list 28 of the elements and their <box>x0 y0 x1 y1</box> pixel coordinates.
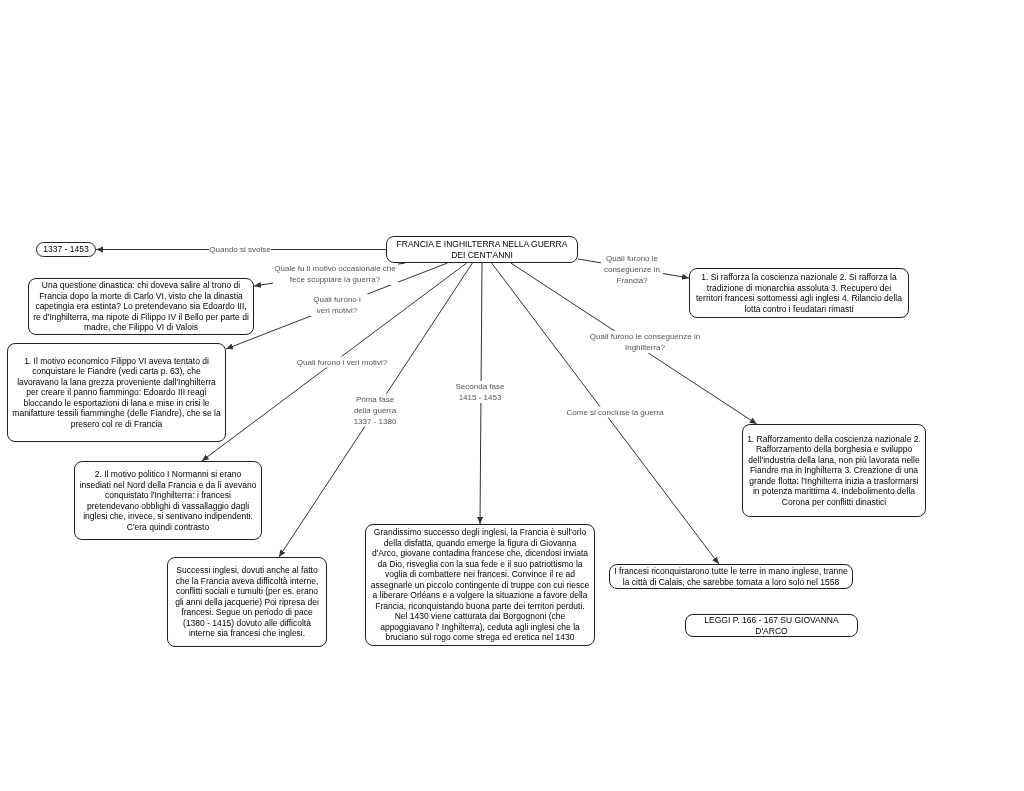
box-text: 2. Il motivo politico I Normanni si erano insediati nel Nord della Francia e da lì avevano conquistato l'Inghilterra: i francesi pretendevano obblighi di vassallaggio dagli inglesi che, invece, si sentivano indipendenti. C'era quindi contrasto <box>79 469 257 532</box>
concept-box <box>74 461 262 540</box>
concept-box <box>36 242 96 257</box>
box-text: 1. Si rafforza la coscienza nazionale 2. Si rafforza la tradizione di monarchia assoluta 3. Recupero dei territori francesi sottomessi agli inglesi 4. Rilancio della lotta contro i feudatari rimasti <box>695 272 903 314</box>
concept-box <box>609 564 853 589</box>
concept-box <box>685 614 858 637</box>
box-text: Grandissimo successo degli inglesi, la Francia è sull'orlo della disfatta, quando emerge la figura di Giovanna d'Arco, giovane contadina francese che, dicendosi inviata da Dio, risveglia con la sua fede e il suo patriottismo la voglia di combattere nei francesi. Convince il re ad assegnarle un piccolo contingente di truppe con cui riesce a liberare Orléans e a volgere la situazione a favore della Francia, riconquistando buona parte dei territori perduti. Nel 1430 viene catturata dai Borgognoni (che appoggiavano l' Inghilterra), ceduta agli inglesi che la bruciano sul rogo come strega ed eretica nel 1430 <box>370 527 590 643</box>
box-text: Una questione dinastica: chi doveva salire al trono di Francia dopo la morte di Carlo VI, visto che la dinastia capetingia era estinta? Lo pretendevano sia Edoardo III, re d'Inghilterra, ma nipote di Filippo IV il Bello per parte di madre, che Filippo VI di Valois <box>33 280 249 333</box>
box-text: Successi inglesi, dovuti anche al fatto che la Francia aveva difficoltà interne, conflitti sociali e tumulti (per es. erano gli anni della jacquerie) Poi ripresa dei francesi. Segue un periodo di pace (1380 - 1415) dovuto alle difficoltà interne sia francesi che inglesi. <box>174 565 320 639</box>
box-text: 1. Il motivo economico Filippo VI aveva tentato di conquistare le Fiandre (vedi carta p. 63), che lavoravano la lana grezza proveniente dall'Inghilterra per creare il panno fiammingo: Edoardo III reagì bloccando le esportazioni di lana e mise in crisi le manifatture tessili fiamminghe (delle Fiandre), che se la presero col re di Francia <box>12 355 221 430</box>
concept-box <box>742 424 926 517</box>
arrow <box>278 262 473 558</box>
concept-box <box>167 557 327 647</box>
arrow <box>491 262 720 565</box>
arrow <box>201 262 468 462</box>
box-text: LEGGI P. 166 - 167 SU GIOVANNA D'ARCO <box>703 615 840 636</box>
concept-box <box>7 343 226 442</box>
concept-box <box>689 268 909 318</box>
arrow <box>95 246 387 253</box>
title-text: FRANCIA E INGHILTERRA NELLA GUERRA DEI CENT'ANNI <box>395 239 569 260</box>
arrow <box>477 262 484 525</box>
title-box <box>386 236 578 263</box>
box-text: 1337 - 1453 <box>43 244 89 255</box>
box-text: 1. Rafforzamento della coscienza nazionale 2. Rafforzamento della borghesia e sviluppo dell'industria della lana, non più lavorata nelle Fiandre ma in Inghilterra 3. Creazione di una grande flotta: l'Inghilterra inizia a trasformarsi in potenza marittima 4. Indebolimento della Corona per conflitti dinastici <box>747 433 921 508</box>
box-text: I francesi riconquistarono tutte le terre in mano inglese, tranne la città di Calais, che sarebbe tornata a loro solo nel 1558 <box>614 566 848 587</box>
edge-label: Quale fu il motivo occasionale che fece scoppiare la guerra? <box>272 263 398 285</box>
edge-label: Quali furono i veri motivi? <box>296 356 388 368</box>
edge-label: Come si concluse la guerra <box>566 406 664 418</box>
